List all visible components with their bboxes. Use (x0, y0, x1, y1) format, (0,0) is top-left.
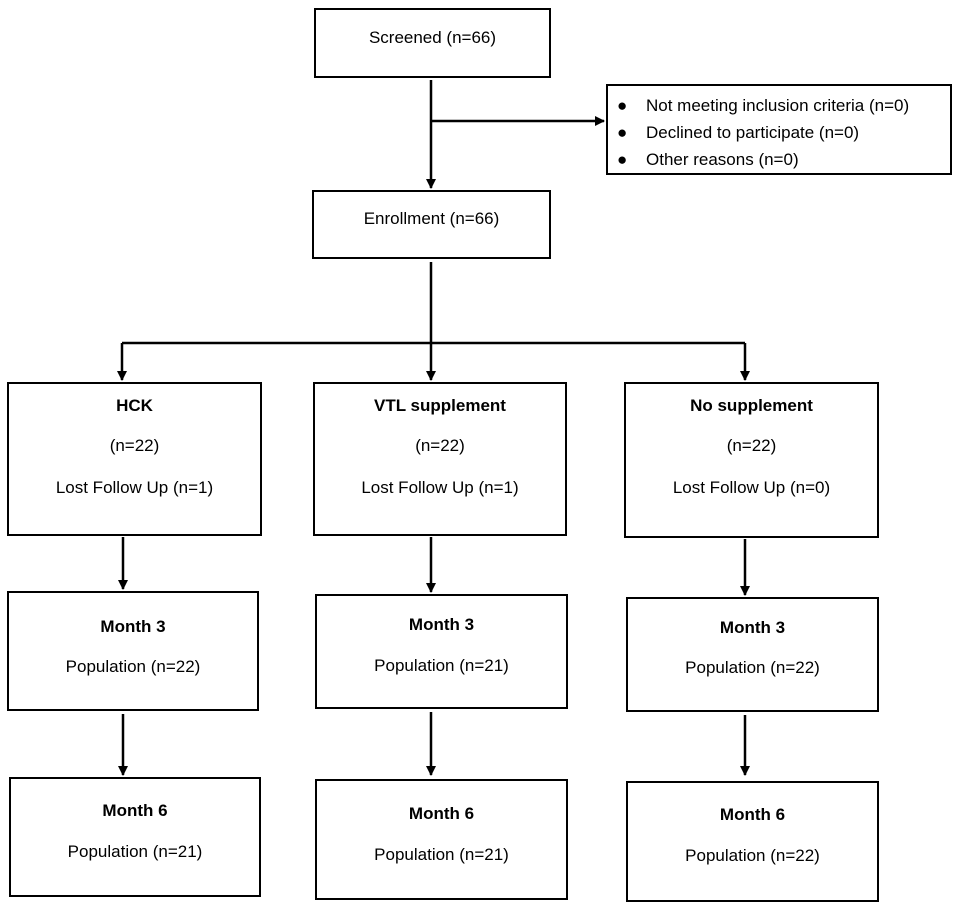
month3-box-no-supplement: Month 3 Population (n=22) (626, 597, 879, 712)
group-n: (n=22) (109, 436, 160, 455)
group-lost-follow-up: Lost Follow Up (n=1) (361, 478, 519, 497)
group-lost-follow-up: Lost Follow Up (n=1) (55, 478, 214, 497)
exclusion-item: ●Declined to participate (n=0) (608, 119, 909, 146)
group-n: (n=22) (726, 436, 777, 455)
month6-population: Population (n=21) (374, 845, 509, 864)
month3-title: Month 3 (100, 617, 166, 636)
screened-label: Screened (n=66) (368, 28, 497, 47)
month3-population: Population (n=21) (374, 656, 509, 675)
group-box-hck: HCK (n=22) Lost Follow Up (n=1) (7, 382, 262, 536)
month6-box-hck: Month 6 Population (n=21) (9, 777, 261, 897)
month3-box-hck: Month 3 Population (n=22) (7, 591, 259, 711)
month3-box-vtl-supplement: Month 3 Population (n=21) (315, 594, 568, 709)
month6-title: Month 6 (719, 805, 786, 824)
exclusion-item: ●Not meeting inclusion criteria (n=0) (608, 92, 909, 119)
month6-population: Population (n=21) (67, 842, 203, 861)
group-lost-follow-up: Lost Follow Up (n=0) (672, 478, 831, 497)
group-name: VTL supplement (374, 396, 506, 415)
month3-title: Month 3 (719, 618, 786, 637)
group-n: (n=22) (415, 436, 465, 455)
group-box-no-supplement: No supplement (n=22) Lost Follow Up (n=0… (624, 382, 879, 538)
month6-box-vtl-supplement: Month 6 Population (n=21) (315, 779, 568, 900)
month3-population: Population (n=22) (685, 658, 820, 677)
month3-population: Population (n=22) (65, 657, 201, 676)
month6-population: Population (n=22) (685, 846, 820, 865)
screened-box: Screened (n=66) (314, 8, 551, 78)
exclusions-box: ●Not meeting inclusion criteria (n=0) ●D… (606, 84, 952, 175)
group-name: HCK (116, 396, 153, 415)
exclusions-list: ●Not meeting inclusion criteria (n=0) ●D… (608, 92, 909, 173)
bullet-icon: ● (617, 150, 628, 169)
group-box-vtl-supplement: VTL supplement (n=22) Lost Follow Up (n=… (313, 382, 567, 536)
bullet-icon: ● (617, 123, 628, 142)
month3-title: Month 3 (408, 615, 475, 634)
month6-title: Month 6 (408, 804, 475, 823)
month6-box-no-supplement: Month 6 Population (n=22) (626, 781, 879, 902)
enrollment-box: Enrollment (n=66) (312, 190, 551, 259)
month6-title: Month 6 (102, 801, 168, 820)
group-name: No supplement (690, 396, 813, 415)
bullet-icon: ● (617, 96, 628, 115)
enrollment-label: Enrollment (n=66) (363, 209, 500, 228)
exclusion-item: ●Other reasons (n=0) (608, 146, 909, 173)
